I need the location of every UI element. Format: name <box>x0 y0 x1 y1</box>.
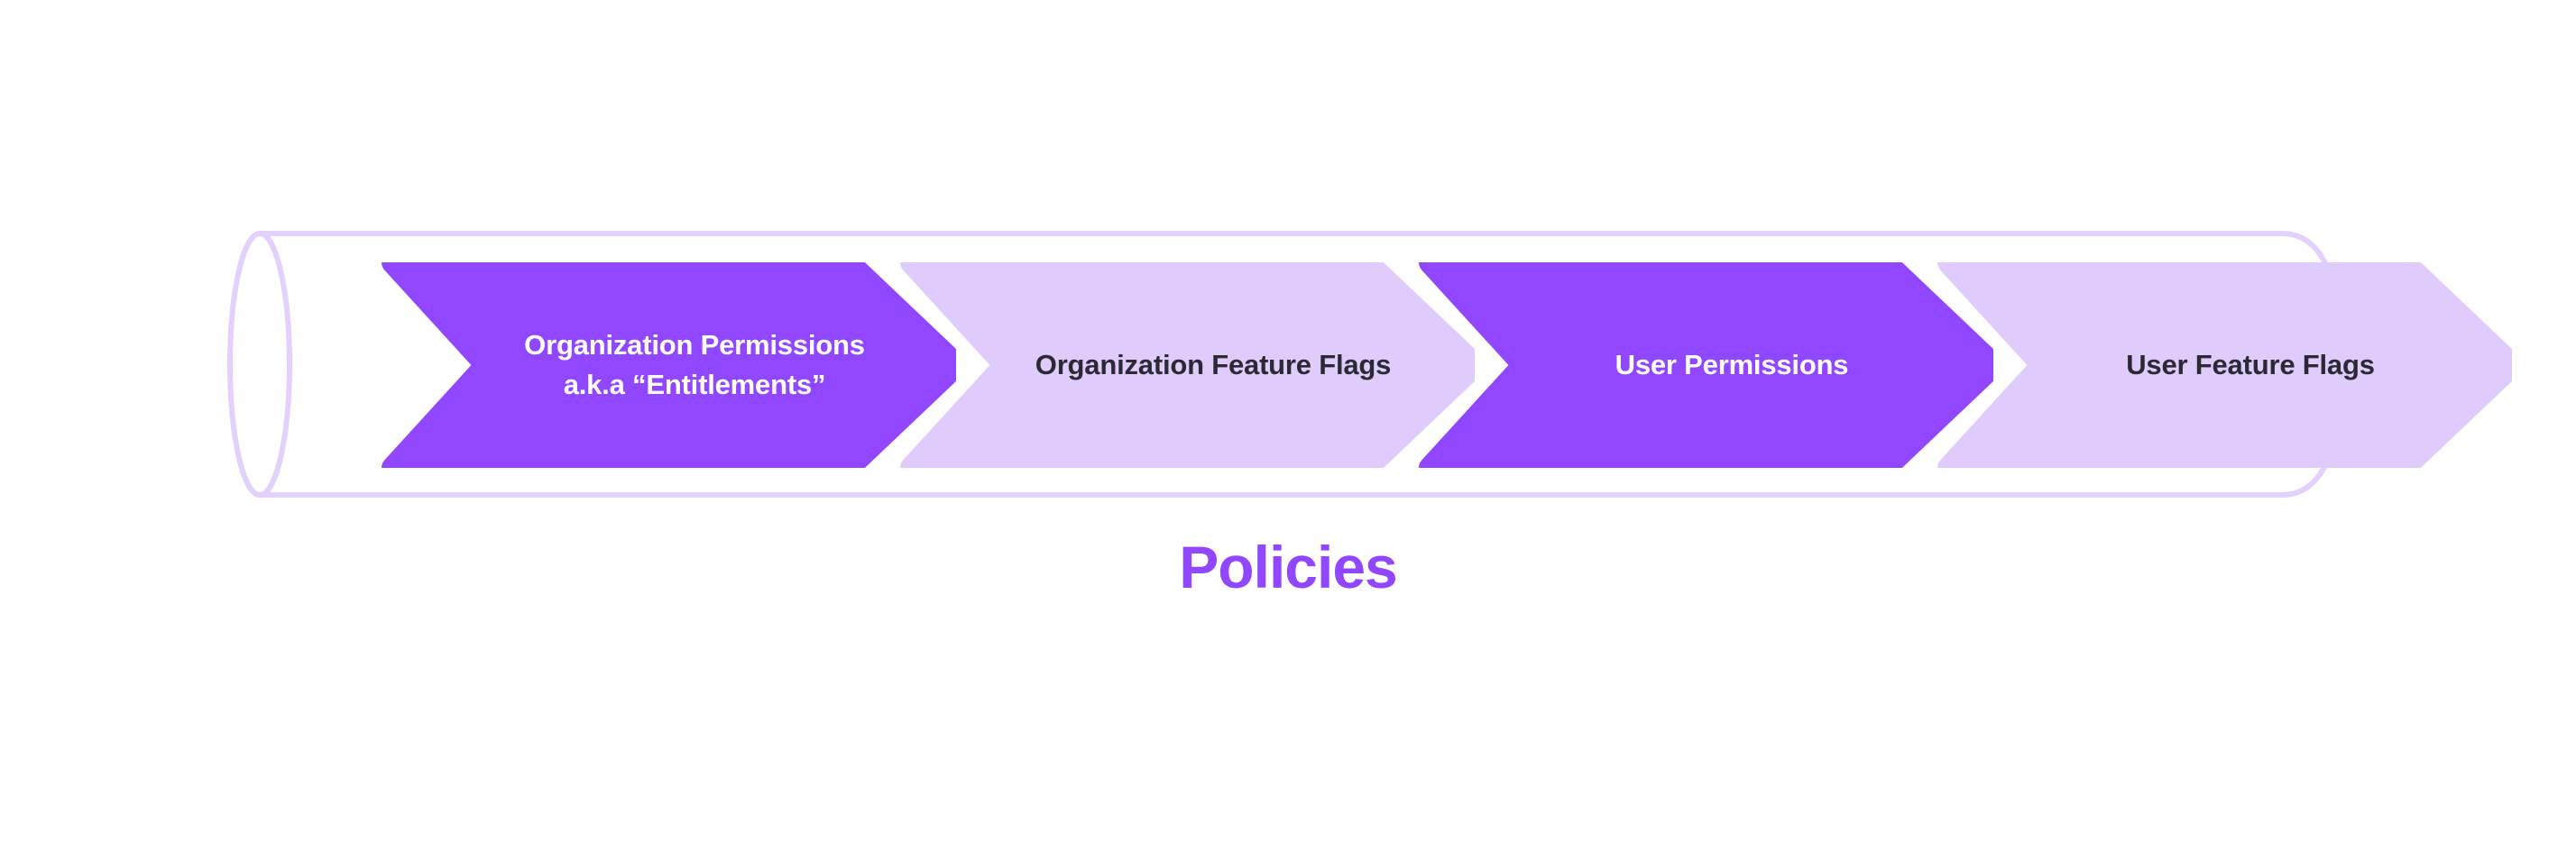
chevron-step-2[interactable]: Organization Feature Flags <box>897 262 1475 468</box>
chevron-path-3 <box>1419 262 1993 468</box>
chevron-shape-1 <box>382 262 956 468</box>
chevron-step-3[interactable]: User Permissions <box>1416 262 1993 468</box>
chevron-path-2 <box>900 262 1475 468</box>
chevron-path-round-1 <box>382 262 956 468</box>
diagram-title: Policies <box>1179 534 1397 600</box>
cylinder-left-ellipse <box>227 231 292 498</box>
chevron-shape-2 <box>900 262 1475 468</box>
chevron-shape-4 <box>1937 262 2512 468</box>
chevron-step-1[interactable]: Organization Permissions a.k.a “Entitlem… <box>379 262 956 468</box>
chevron-sequence: Organization Permissions a.k.a “Entitlem… <box>379 262 2512 468</box>
chevron-shape-3 <box>1419 262 1993 468</box>
chevron-path-4 <box>1937 262 2512 468</box>
chevron-step-4[interactable]: User Feature Flags <box>1935 262 2512 468</box>
